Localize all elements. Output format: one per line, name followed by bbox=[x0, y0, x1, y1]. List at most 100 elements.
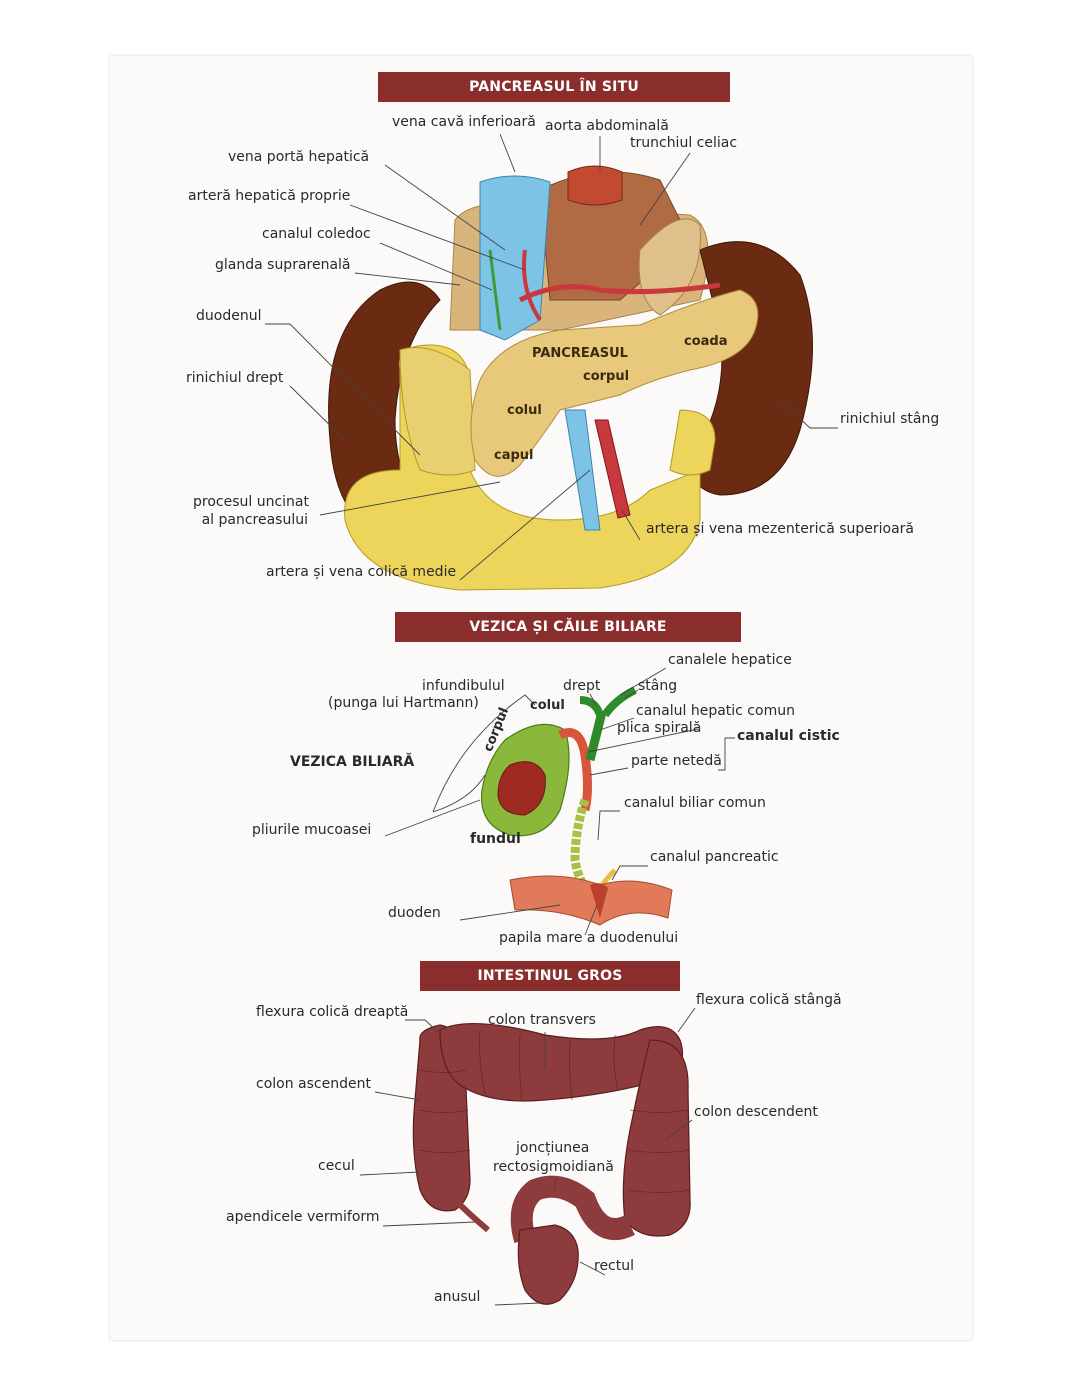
label-vena-porta: vena portă hepatică bbox=[228, 149, 370, 165]
label-aorta: aorta abdominală bbox=[545, 118, 669, 134]
label-procesul-uncinat-2: al pancreasului bbox=[201, 512, 308, 528]
leader-ascendent bbox=[374, 1091, 421, 1101]
label-trunchiul-celiac: trunchiul celiac bbox=[630, 135, 738, 151]
label-apendicele: apendicele vermiform bbox=[226, 1209, 380, 1225]
label-vena-cava: vena cavă inferioară bbox=[392, 114, 536, 130]
label-canalul-biliar-comun: canalul biliar comun bbox=[624, 795, 766, 811]
label-stang: stâng bbox=[638, 678, 678, 694]
leader-coledoc bbox=[379, 242, 493, 291]
celiac-artery bbox=[518, 282, 721, 303]
pancreas bbox=[470, 289, 759, 477]
leader-stang bbox=[624, 689, 639, 699]
descending-colon bbox=[622, 1039, 691, 1237]
label-colica-medie: artera și vena colică medie bbox=[266, 564, 457, 580]
leader-suprarenala bbox=[354, 272, 461, 286]
label-rinichiul-drept: rinichiul drept bbox=[186, 370, 284, 386]
label-duodenul: duodenul bbox=[196, 308, 262, 324]
leader-papila bbox=[584, 904, 598, 936]
leader-duodenul bbox=[265, 323, 421, 456]
label-coada: coada bbox=[684, 334, 728, 349]
label-capul: capul bbox=[494, 448, 534, 463]
label-flexura-stanga: flexura colică stângă bbox=[696, 992, 842, 1008]
label-parte-neteda: parte netedă bbox=[631, 753, 722, 769]
leader-vena-porta bbox=[384, 164, 506, 251]
leader-anusul bbox=[494, 1302, 541, 1306]
leader-descendent bbox=[664, 1119, 693, 1141]
label-mezenterica: artera și vena mezenterică superioară bbox=[646, 521, 915, 537]
colon-leader-lines bbox=[359, 1007, 696, 1306]
pancreas-illustration bbox=[328, 165, 813, 591]
leader-flexura-stanga bbox=[677, 1007, 696, 1033]
leader-procesul bbox=[319, 481, 501, 516]
label-canalele-hepatice: canalele hepatice bbox=[668, 652, 792, 668]
label-pancreasul: PANCREASUL bbox=[532, 346, 628, 361]
bracket-vezica-2 bbox=[432, 774, 486, 813]
portal-vein bbox=[496, 239, 519, 331]
rectum bbox=[517, 1224, 579, 1305]
leader-artera-hepatica bbox=[349, 204, 526, 271]
leader-rinichiul-drept bbox=[289, 385, 346, 441]
label-artera-hepatica: arteră hepatică proprie bbox=[188, 188, 351, 204]
leader-flexura-dreapta bbox=[405, 1019, 439, 1033]
biliary-leader-lines bbox=[384, 667, 735, 936]
cystic-duct bbox=[557, 728, 592, 812]
label-rectul: rectul bbox=[594, 1258, 635, 1274]
duodenum-wall bbox=[509, 875, 673, 926]
leader-neteda bbox=[589, 767, 629, 776]
mesenteric-artery bbox=[594, 419, 631, 519]
label-colon-transvers: colon transvers bbox=[488, 1012, 596, 1028]
leader-vena-cava bbox=[499, 133, 516, 173]
label-hartmann: (punga lui Hartmann) bbox=[328, 695, 479, 711]
leader-drept bbox=[589, 693, 597, 706]
leader-pancreatic bbox=[611, 865, 648, 881]
label-colon-descendent: colon descendent bbox=[694, 1104, 818, 1120]
label-flexura-dreapta: flexura colică dreaptă bbox=[256, 1004, 409, 1020]
biliary-illustration bbox=[480, 686, 673, 926]
colon-illustration bbox=[412, 1022, 691, 1305]
label-rinichiul-stang: rinichiul stâng bbox=[840, 411, 940, 427]
label-infundibulul: infundibulul bbox=[422, 678, 505, 694]
label-drept: drept bbox=[563, 678, 601, 694]
label-colon-ascendent: colon ascendent bbox=[256, 1076, 371, 1092]
label-pliurile-mucoasei: pliurile mucoasei bbox=[252, 822, 372, 838]
label-vezica-biliara: VEZICA BILIARĂ bbox=[290, 754, 415, 770]
label-jonctiunea: joncțiunea bbox=[516, 1140, 590, 1156]
label-duoden: duoden bbox=[388, 905, 441, 921]
leader-hepatic-comun bbox=[599, 717, 635, 731]
mesenteric-vein bbox=[564, 409, 601, 531]
leader-rectul bbox=[579, 1261, 606, 1276]
label-anusul: anusul bbox=[434, 1289, 481, 1305]
label-glanda-suprarenala: glanda suprarenală bbox=[215, 257, 351, 273]
appendix bbox=[447, 1192, 490, 1233]
leader-colica bbox=[459, 469, 591, 581]
aorta bbox=[567, 165, 623, 206]
gallbladder-lumen bbox=[497, 761, 546, 816]
label-canalul-pancreatic: canalul pancreatic bbox=[650, 849, 779, 865]
leader-biliar bbox=[597, 810, 620, 841]
sigmoid-colon bbox=[510, 1175, 635, 1244]
leader-apendicele bbox=[382, 1221, 476, 1227]
label-cecul: cecul bbox=[318, 1158, 355, 1174]
biliar-section-title: VEZICA ȘI CĂILE BILIARE bbox=[395, 612, 741, 642]
leader-cistic bbox=[718, 737, 735, 771]
pancreas-section-title: PANCREASUL ÎN SITU bbox=[378, 72, 730, 102]
leader-pliurile bbox=[384, 799, 481, 837]
common-hepatic-duct bbox=[585, 710, 607, 762]
leader-mezenterica bbox=[621, 509, 641, 541]
leader-plica bbox=[587, 728, 699, 753]
label-colul: colul bbox=[507, 403, 542, 418]
papilla bbox=[590, 883, 608, 918]
label-canalul-hepatic-comun: canalul hepatic comun bbox=[636, 703, 795, 719]
duodenum-tube bbox=[399, 347, 476, 476]
leader-canalele bbox=[619, 667, 667, 696]
bile-duct bbox=[488, 249, 502, 331]
label-rectosigmoidiana: rectosigmoidiană bbox=[493, 1159, 614, 1175]
label-procesul-uncinat: procesul uncinat bbox=[193, 494, 309, 510]
hepatic-artery bbox=[522, 249, 542, 322]
label-canalul-coledoc: canalul coledoc bbox=[262, 226, 371, 242]
leader-cecul bbox=[359, 1171, 421, 1176]
leader-rinichiul-stang bbox=[779, 399, 838, 429]
right-hepatic-duct bbox=[579, 696, 604, 717]
leader-trunchiul bbox=[639, 152, 691, 226]
